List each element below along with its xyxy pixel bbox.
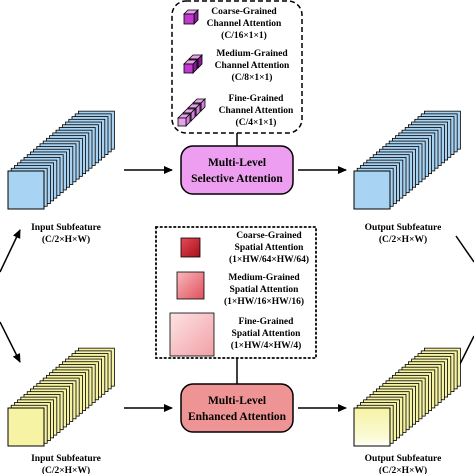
svg-text:Input Subfeature: Input Subfeature [31,454,101,464]
svg-text:(1×HW/4×HW/4): (1×HW/4×HW/4) [231,340,301,351]
connector-right-top [455,235,474,263]
coarse-channel-label: Coarse-Grained Channel Attention (C/16×1… [207,7,282,41]
enhanced-block-line1: Multi-Level [208,395,266,407]
svg-text:Output Subfeature: Output Subfeature [365,454,442,464]
fine-spatial-label: Fine-Grained Spatial Attention (1×HW/4×H… [231,317,301,351]
input-top-label: Input Subfeature (C/2×H×W) [31,223,101,245]
svg-text:Fine-Grained: Fine-Grained [239,317,295,327]
coarse-channel-cube-icon [183,9,199,25]
enhanced-attention-block: Multi-Level Enhanced Attention [180,383,294,433]
svg-text:Spatial Attention: Spatial Attention [235,243,305,253]
svg-text:(C/2×H×W): (C/2×H×W) [42,234,90,245]
svg-text:Channel Attention: Channel Attention [207,19,282,29]
svg-text:(C/16×1×1): (C/16×1×1) [221,30,267,41]
enhanced-block-line2: Enhanced Attention [188,411,287,423]
svg-text:(C/2×H×W): (C/2×H×W) [379,465,427,474]
svg-text:Input Subfeature: Input Subfeature [31,223,101,233]
svg-text:Fine-Grained: Fine-Grained [229,94,285,104]
output-bottom-label: Output Subfeature (C/2×H×W) [365,454,442,474]
svg-text:(C/2×H×W): (C/2×H×W) [42,465,90,474]
fine-spatial-square-icon [169,312,215,357]
medium-channel-cubes-icon [183,54,203,74]
svg-text:Coarse-Grained: Coarse-Grained [211,7,277,17]
connector-left-up [0,229,21,273]
svg-text:(C/2×H×W): (C/2×H×W) [379,234,427,245]
feature-front-face [353,170,391,210]
svg-text:(1×HW/16×HW/16): (1×HW/16×HW/16) [224,296,304,307]
cube-face [183,63,194,74]
svg-text:Output Subfeature: Output Subfeature [365,223,442,233]
svg-text:Spatial Attention: Spatial Attention [230,285,300,295]
input-bottom-label: Input Subfeature (C/2×H×W) [31,454,101,474]
svg-text:(1×HW/64×HW/64): (1×HW/64×HW/64) [229,254,309,265]
svg-text:Medium-Grained: Medium-Grained [216,49,288,59]
svg-text:Medium-Grained: Medium-Grained [228,273,300,283]
svg-text:Spatial Attention: Spatial Attention [232,329,302,339]
output-subfeature-bottom-stack [353,347,461,447]
selective-attention-block: Multi-Level Selective Attention [180,145,294,195]
selective-block-line2: Selective Attention [191,173,283,185]
spatial-attention-legend-box [155,226,317,359]
output-subfeature-top-stack [353,110,461,210]
feature-front-face [353,407,391,447]
input-subfeature-bottom-stack [7,347,115,447]
svg-text:(C/8×1×1): (C/8×1×1) [232,72,273,83]
flow-arrows [124,166,347,412]
medium-spatial-label: Medium-Grained Spatial Attention (1×HW/1… [224,273,304,307]
medium-channel-label: Medium-Grained Channel Attention (C/8×1×… [215,49,290,83]
svg-text:Coarse-Grained: Coarse-Grained [236,231,302,241]
selective-block-line1: Multi-Level [208,157,266,169]
output-top-label: Output Subfeature (C/2×H×W) [365,223,442,245]
coarse-spatial-square-icon [180,237,201,258]
feature-front-face [7,407,45,447]
input-subfeature-top-stack [7,110,115,210]
connector-left-down [0,321,21,363]
svg-text:Channel Attention: Channel Attention [215,61,290,71]
fine-channel-cubes-icon [177,98,206,127]
svg-text:(C/4×1×1): (C/4×1×1) [236,117,277,128]
cube-face [177,117,187,127]
coarse-spatial-label: Coarse-Grained Spatial Attention (1×HW/6… [229,231,309,265]
fine-channel-label: Fine-Grained Channel Attention (C/4×1×1) [219,94,294,128]
svg-text:Channel Attention: Channel Attention [219,106,294,116]
feature-front-face [7,170,45,210]
medium-spatial-square-icon [176,271,205,300]
